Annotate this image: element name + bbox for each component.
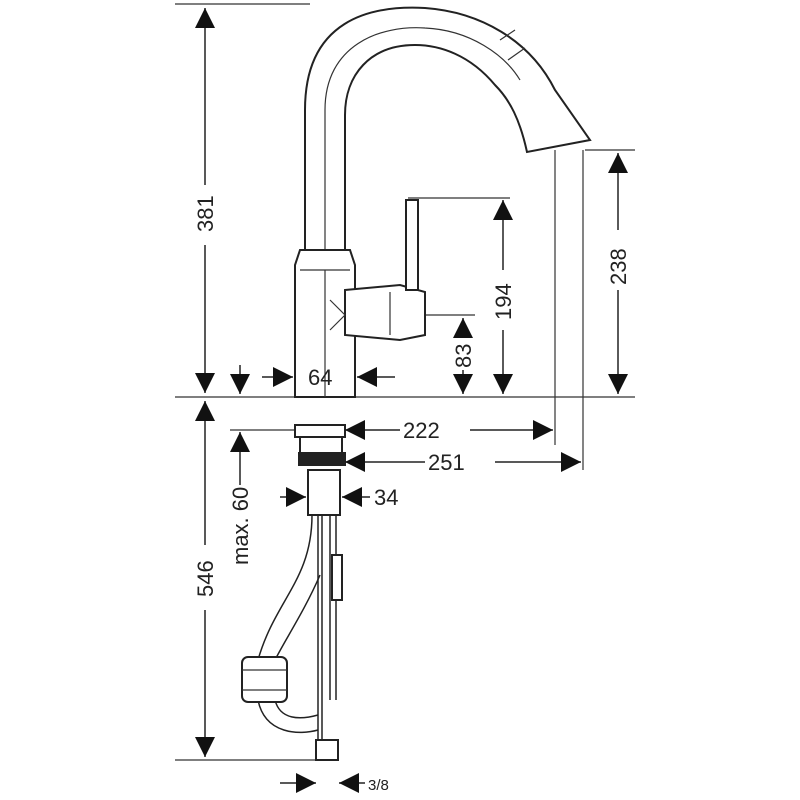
dim-max60-label: max. 60 <box>228 487 253 565</box>
dim-3-8-label: 3/8 <box>368 777 389 794</box>
dim-222-label: 222 <box>403 418 440 443</box>
dimension-lines <box>195 8 628 793</box>
dim-64-label: 64 <box>308 365 332 390</box>
dim-381-label: 381 <box>193 195 218 232</box>
reference-lines <box>175 3 635 761</box>
faucet-body <box>241 6 592 761</box>
dim-546-label: 546 <box>193 560 218 597</box>
dim-238-label: 238 <box>606 248 631 285</box>
dim-83-label: 83 <box>451 344 476 368</box>
dim-251-label: 251 <box>428 450 465 475</box>
dim-194-label: 194 <box>491 283 516 320</box>
dim-34-label: 34 <box>374 485 398 510</box>
